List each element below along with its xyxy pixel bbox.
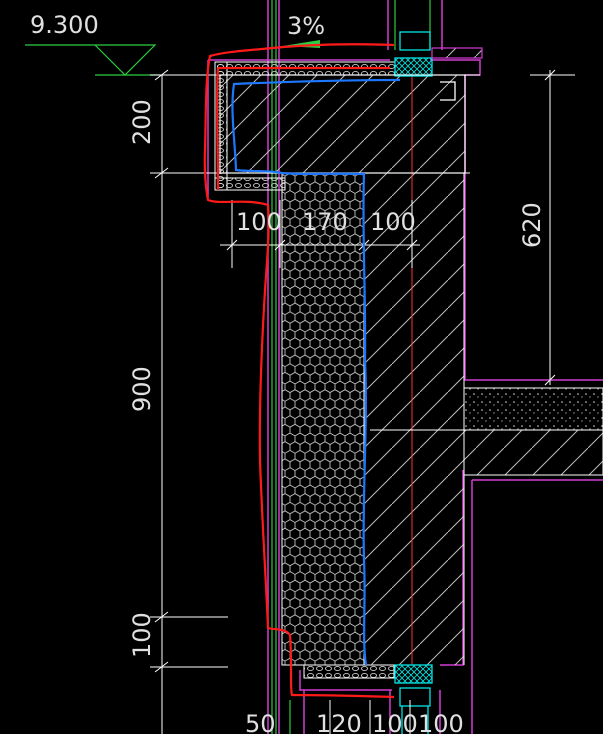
dim-h-100-left: 100 bbox=[236, 208, 282, 236]
elevation-label: 9.300 bbox=[30, 11, 99, 39]
dim-v-100: 100 bbox=[128, 612, 156, 658]
upper-beam bbox=[219, 74, 466, 174]
dim-bottom-50: 50 bbox=[245, 710, 276, 734]
red-markup bbox=[203, 43, 395, 699]
dim-v-200: 200 bbox=[128, 99, 156, 145]
wall-insulation-core bbox=[281, 172, 395, 679]
dim-h-100-right: 100 bbox=[370, 208, 416, 236]
concrete-wall bbox=[363, 75, 465, 665]
floor-slab bbox=[370, 387, 603, 476]
slope-label: 3% bbox=[287, 12, 325, 40]
dim-v-900: 900 bbox=[128, 366, 156, 412]
dim-v-620: 620 bbox=[518, 202, 546, 248]
window-frame-parts bbox=[394, 31, 456, 734]
dim-bottom-100a: 100 bbox=[372, 710, 418, 734]
window-sill bbox=[431, 47, 483, 59]
blue-markup bbox=[231, 78, 401, 666]
dim-h-170: 170 bbox=[302, 208, 348, 236]
dimension-lines bbox=[150, 69, 575, 734]
dim-bottom-120: 120 bbox=[316, 710, 362, 734]
dim-bottom-100b: 100 bbox=[418, 710, 464, 734]
